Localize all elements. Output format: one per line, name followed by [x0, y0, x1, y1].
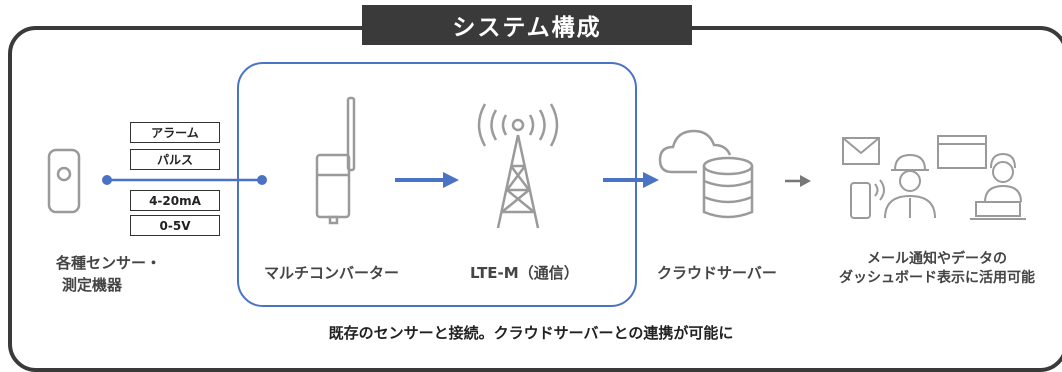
- footer-caption: 既存のセンサーと接続。クラウドサーバーとの連携が可能に: [328, 324, 734, 342]
- smartphone-icon: [850, 179, 885, 219]
- browser-window-icon: [937, 135, 987, 169]
- sensor-icon: [47, 148, 81, 214]
- lte-tower-icon: [477, 103, 559, 229]
- notify-label: メール通知やデータの ダッシュボード表示に活用可能: [839, 251, 1035, 286]
- converter-icon: [315, 96, 356, 225]
- operator-icon: [970, 152, 1026, 220]
- cloud-server-icon: [658, 129, 754, 219]
- signal-voltage: 0-5V: [130, 215, 220, 236]
- title-banner: システム構成: [362, 5, 692, 45]
- mail-icon: [842, 137, 880, 165]
- arrow-cloud-to-users: [785, 175, 811, 187]
- signal-pulse: パルス: [130, 149, 220, 170]
- connectivity-frame: [237, 62, 637, 307]
- worker-icon: [884, 153, 936, 219]
- cloud-label: クラウドサーバー: [657, 264, 777, 282]
- arrow-lte-to-cloud: [603, 172, 659, 188]
- signal-current: 4-20mA: [130, 190, 220, 211]
- signal-alarm: アラーム: [130, 122, 220, 143]
- arrow-converter-to-lte: [395, 172, 459, 188]
- lte-label: LTE-M（通信）: [470, 264, 579, 282]
- page-title: システム構成: [452, 15, 602, 41]
- sensor-connection-line: [102, 175, 267, 185]
- sensor-label: 各種センサー・ 測定機器: [56, 254, 162, 294]
- converter-label: マルチコンバーター: [264, 264, 400, 282]
